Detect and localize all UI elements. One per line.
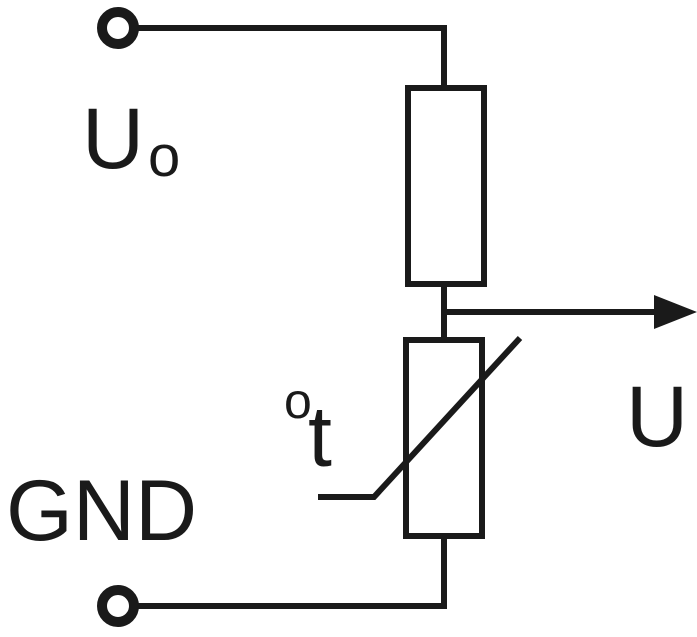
temperature-degree-label: o [284,373,312,429]
bottom-wire [134,536,447,609]
temperature-label: t [308,389,332,485]
output-label: U [626,369,688,465]
supply-terminal [97,7,139,49]
ground-terminal [97,585,139,627]
supply-label: U [82,91,144,187]
top-wire [134,25,447,88]
fixed-resistor [405,85,487,287]
ground-label: GND [6,463,197,559]
supply-label-subscript: o [148,124,180,189]
output-arrow-icon [654,295,697,329]
thermistor-slope-line [318,335,523,500]
thermistor [403,337,485,539]
